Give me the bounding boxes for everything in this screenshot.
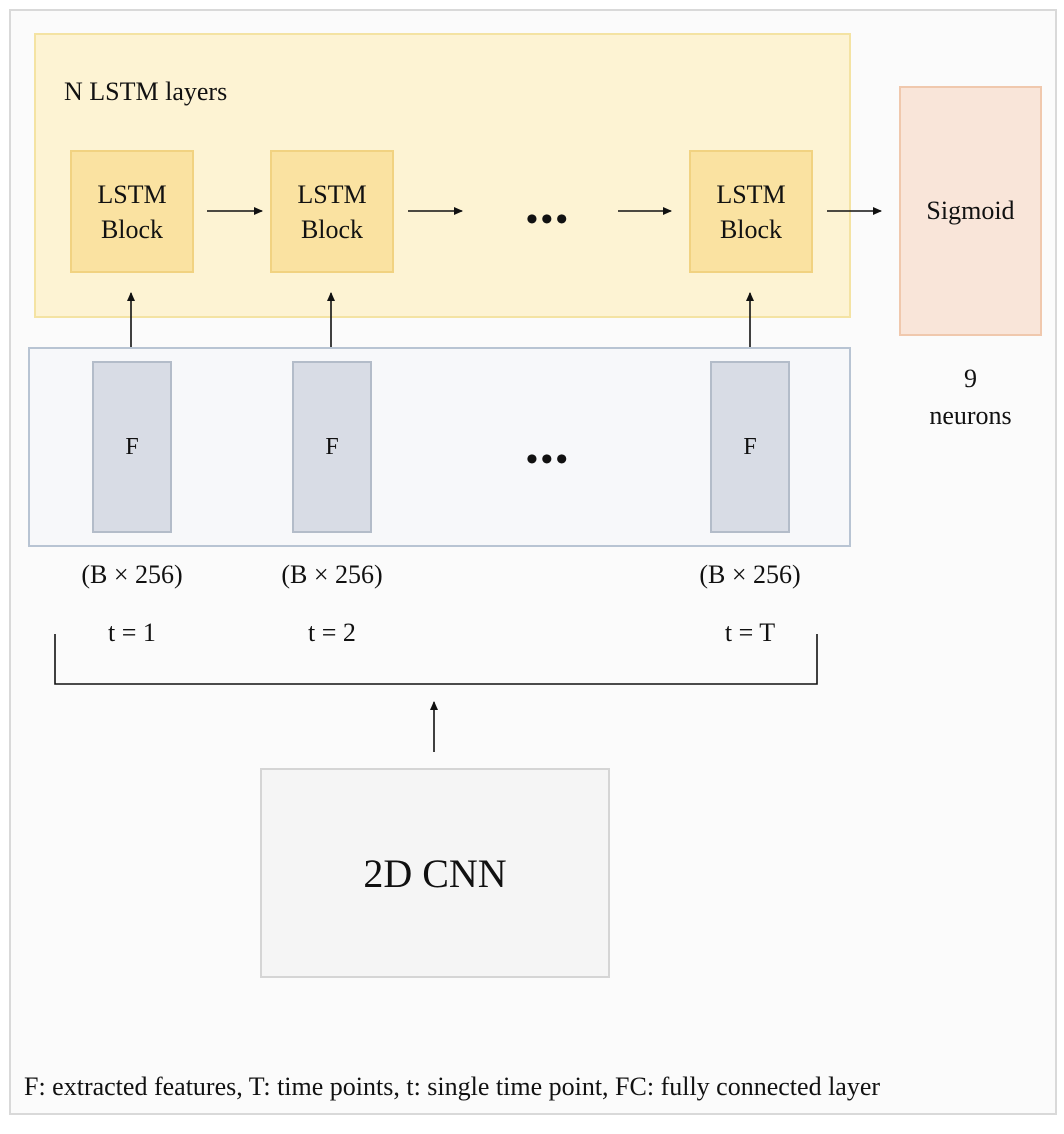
lstm-region-title: N LSTM layers xyxy=(64,77,228,106)
cnn-block: 2D CNN xyxy=(260,768,610,978)
neuron-count-unit: neurons xyxy=(929,401,1012,430)
lstm-block-1-line1: LSTM xyxy=(97,179,167,209)
time-point-3: t = T xyxy=(724,618,776,647)
feature-3: F xyxy=(710,361,790,533)
legend-caption: F: extracted features, T: time points, t… xyxy=(24,1072,881,1101)
feature-2: F xyxy=(292,361,372,533)
feature-1: F xyxy=(92,361,172,533)
neuron-count-value: 9 xyxy=(964,364,977,393)
lstm-ellipsis: ••• xyxy=(526,201,571,238)
lstm-block-3: LSTM Block xyxy=(689,150,813,273)
lstm-block-1-line2: Block xyxy=(100,214,164,244)
feature-2-dims: (B × 256) xyxy=(281,560,383,589)
sigmoid-label: Sigmoid xyxy=(926,196,1015,225)
lstm-block-3-line1: LSTM xyxy=(716,179,786,209)
lstm-block-2-line1: LSTM xyxy=(297,179,367,209)
lstm-block-2-line2: Block xyxy=(300,214,364,244)
sigmoid-output-layer: Sigmoid xyxy=(899,86,1042,336)
feature-3-dims: (B × 256) xyxy=(699,560,801,589)
neuron-count: 9 neurons xyxy=(899,360,1042,434)
cnn-label: 2D CNN xyxy=(363,850,507,896)
time-point-2: t = 2 xyxy=(308,618,356,647)
feature-2-label: F xyxy=(325,433,339,460)
lstm-block-1: LSTM Block xyxy=(70,150,194,273)
feature-ellipsis: ••• xyxy=(526,441,571,478)
lstm-block-2: LSTM Block xyxy=(270,150,394,273)
feature-3-label: F xyxy=(743,433,757,460)
feature-1-label: F xyxy=(125,433,139,460)
feature-1-dims: (B × 256) xyxy=(81,560,183,589)
lstm-block-3-line2: Block xyxy=(719,214,783,244)
time-point-1: t = 1 xyxy=(108,618,156,647)
